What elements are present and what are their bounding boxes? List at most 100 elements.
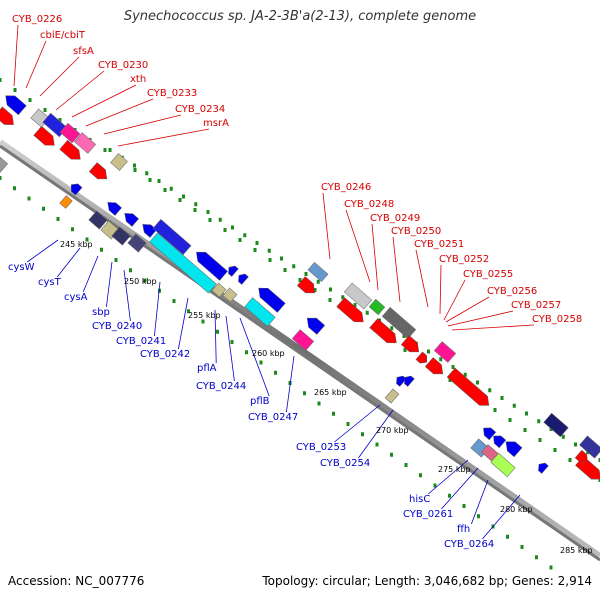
gene-reverse[interactable] — [236, 272, 249, 285]
gene-reverse[interactable] — [88, 210, 108, 230]
track-dot — [169, 186, 173, 191]
gene-forward[interactable] — [424, 357, 446, 379]
gene-reverse[interactable] — [211, 282, 227, 298]
track-dot — [230, 340, 234, 344]
gene-reverse[interactable] — [384, 388, 400, 404]
track-dot — [365, 310, 369, 315]
track-dot — [313, 288, 317, 292]
gene-reverse[interactable] — [127, 233, 147, 253]
gene-reverse[interactable] — [192, 248, 228, 281]
gene-forward[interactable] — [59, 122, 81, 144]
track-dot — [419, 473, 422, 478]
gene-reverse[interactable] — [402, 374, 415, 387]
track-dot — [403, 348, 407, 352]
track-dot — [303, 391, 306, 396]
leader-line — [482, 494, 521, 540]
leader-line — [345, 209, 371, 283]
gene-forward[interactable] — [291, 329, 315, 351]
gene-forward[interactable] — [433, 341, 457, 363]
track-dot — [143, 278, 147, 283]
track-dot — [598, 458, 600, 462]
leader-line — [427, 459, 469, 495]
gene-label-forward: CYB_0226 — [12, 14, 62, 25]
track-dot — [283, 268, 287, 272]
track-dot — [316, 279, 320, 284]
gene-reverse[interactable] — [59, 195, 73, 209]
leader-line — [106, 261, 113, 308]
track-dot — [598, 478, 600, 482]
gene-label-forward: xth — [130, 74, 146, 85]
gene-forward[interactable] — [400, 335, 422, 357]
gene-reverse[interactable] — [0, 156, 9, 174]
gene-reverse[interactable] — [226, 264, 239, 277]
gene-forward[interactable] — [88, 162, 110, 184]
gene-forward[interactable] — [303, 314, 326, 335]
gene-forward[interactable] — [579, 435, 600, 459]
gene-reverse[interactable] — [121, 210, 139, 227]
gene-reverse[interactable] — [222, 287, 238, 303]
track-dot — [58, 118, 62, 122]
track-dot — [506, 534, 509, 539]
leader-line — [26, 239, 59, 263]
track-dot — [243, 233, 247, 238]
gene-forward[interactable] — [381, 306, 417, 340]
track-dot — [329, 287, 332, 292]
gene-label-forward: CYB_0252 — [439, 254, 489, 265]
gene-forward[interactable] — [415, 351, 430, 366]
gene-reverse[interactable] — [68, 181, 83, 196]
gene-forward[interactable] — [343, 282, 373, 310]
gene-reverse[interactable] — [152, 218, 192, 256]
gene-label-reverse: CYB_0261 — [403, 509, 453, 520]
leader-line — [117, 128, 210, 147]
gene-reverse[interactable] — [111, 226, 131, 246]
track-dot — [158, 288, 161, 293]
track-dot — [145, 171, 149, 176]
leader-line — [392, 236, 401, 303]
leader-line — [443, 279, 466, 321]
gene-reverse[interactable] — [139, 221, 157, 238]
gene-reverse[interactable] — [490, 452, 516, 478]
gene-forward[interactable] — [446, 367, 493, 410]
gene-forward[interactable] — [59, 139, 84, 163]
gene-forward[interactable] — [307, 261, 329, 283]
track-dot — [133, 163, 136, 168]
leader-line — [225, 315, 235, 382]
gene-forward[interactable] — [574, 449, 591, 465]
track-dot — [223, 228, 227, 232]
gene-forward[interactable] — [2, 91, 27, 116]
track-dot — [448, 493, 451, 498]
gene-label-reverse: cysW — [8, 262, 35, 273]
track-dot — [178, 198, 182, 202]
gene-forward[interactable] — [543, 412, 569, 438]
gene-reverse[interactable] — [536, 461, 549, 474]
gene-forward[interactable] — [73, 132, 97, 154]
gene-reverse[interactable] — [255, 284, 286, 313]
gene-forward[interactable] — [110, 153, 128, 171]
gene-forward[interactable] — [296, 276, 318, 298]
gene-reverse[interactable] — [480, 424, 497, 441]
gene-reverse[interactable] — [394, 374, 407, 387]
gene-reverse[interactable] — [149, 232, 217, 294]
gene-forward[interactable] — [368, 298, 386, 316]
track-dot — [561, 434, 565, 439]
track-dot — [0, 176, 2, 180]
gene-forward[interactable] — [0, 106, 17, 129]
gene-label-forward: CYB_0249 — [370, 213, 420, 224]
track-dot — [476, 380, 479, 385]
gene-forward[interactable] — [33, 125, 58, 149]
gene-label-forward: CYB_0258 — [532, 314, 582, 325]
gene-reverse[interactable] — [104, 199, 122, 216]
gene-label-forward: CYB_0246 — [321, 182, 371, 193]
leader-line — [13, 24, 19, 87]
track-dot — [361, 432, 364, 437]
track-dot — [218, 217, 222, 222]
kbp-tick-label: 255 kbp — [188, 311, 221, 320]
gene-label-reverse: CYB_0253 — [296, 442, 346, 453]
gene-reverse[interactable] — [244, 297, 276, 327]
gene-reverse[interactable] — [502, 437, 523, 458]
gene-label-forward: CYB_0230 — [98, 60, 148, 71]
gene-reverse[interactable] — [490, 432, 507, 449]
track-dot — [346, 422, 350, 426]
gene-forward[interactable] — [336, 297, 368, 327]
gene-forward[interactable] — [369, 318, 401, 348]
